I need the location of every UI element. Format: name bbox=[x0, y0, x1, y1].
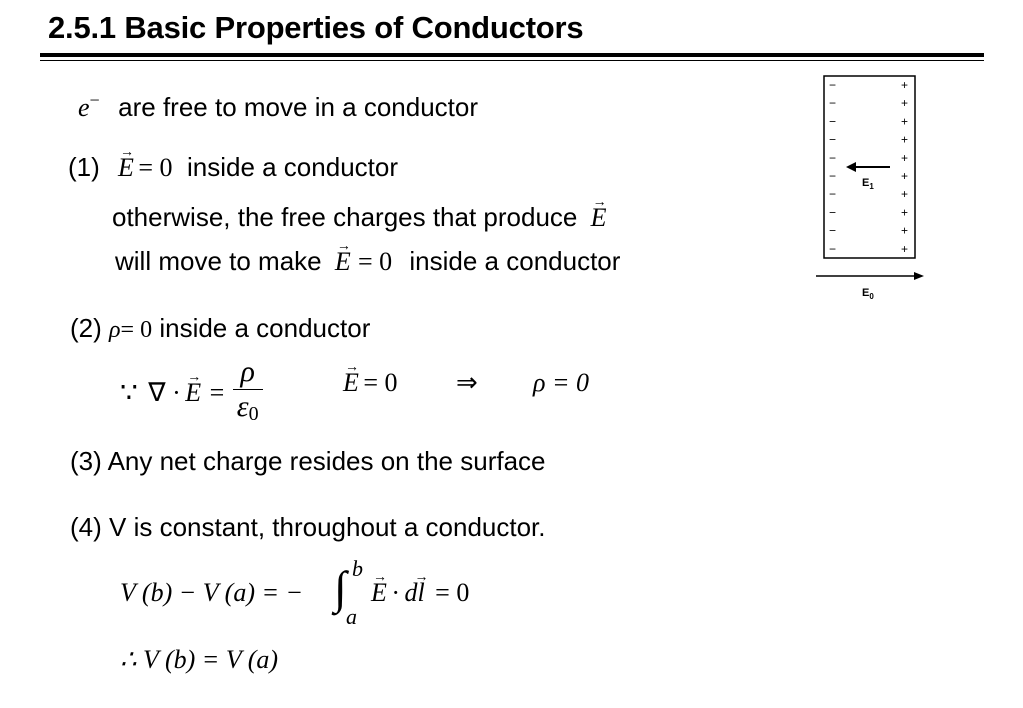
plus-charge-icon: + bbox=[901, 224, 908, 238]
e-field-vector: E→ bbox=[334, 239, 351, 276]
item2-text: inside a conductor bbox=[159, 313, 371, 343]
equals-sign: = bbox=[209, 378, 225, 408]
minus-charge-icon: − bbox=[829, 205, 836, 219]
electron-charge-sign: − bbox=[89, 89, 100, 110]
e-field-vector: E→ bbox=[185, 370, 202, 408]
because-symbol: ∵ bbox=[120, 378, 138, 410]
plus-charge-icon: + bbox=[901, 242, 908, 256]
e0-arrowhead-icon bbox=[914, 272, 924, 280]
epsilon-symbol: ε bbox=[236, 390, 249, 423]
integral-upper-limit: b bbox=[352, 556, 363, 581]
minus-charge-icon: − bbox=[829, 242, 836, 256]
item1-line2-text: otherwise, the free charges that produce bbox=[112, 202, 578, 232]
plus-charge-icon: + bbox=[901, 78, 908, 92]
dl-text: dl bbox=[404, 578, 425, 607]
potential-difference-left: V (b) − V (a) = − bbox=[120, 578, 304, 607]
item1-line3-text-b: inside a conductor bbox=[409, 246, 621, 276]
title-rule-thick bbox=[40, 53, 984, 57]
field-zero-eq: = 0 bbox=[363, 368, 398, 397]
conductor-slab-figure: − − − − − − − − − − + + + + + + + + + + E1 E0 bbox=[816, 75, 924, 301]
e-field-vector: E→ bbox=[118, 145, 134, 182]
plus-charge-icon: + bbox=[901, 133, 908, 147]
item2-rho-eq: = 0 bbox=[120, 317, 153, 343]
vector-arrow-icon: → bbox=[187, 370, 202, 386]
free-electrons-line: e− are free to move in a conductor bbox=[78, 89, 479, 123]
potential-difference-equation: V (b) − V (a) = − bbox=[120, 578, 303, 608]
e0-label: E0 bbox=[862, 287, 874, 301]
item1-number: (1) bbox=[68, 152, 100, 182]
divergence-operator: ∇ · bbox=[148, 378, 181, 408]
vector-arrow-icon: → bbox=[345, 360, 359, 375]
integral-eq-zero: = 0 bbox=[435, 578, 470, 607]
item1-eq-zero: = 0 bbox=[138, 153, 173, 182]
e-field-vector: E→ bbox=[371, 570, 387, 607]
e-field-vector: E→ bbox=[590, 195, 607, 232]
vector-arrow-icon: → bbox=[592, 195, 607, 210]
item4-line: (4) V is constant, throughout a conducto… bbox=[70, 512, 546, 542]
minus-charge-icon: − bbox=[829, 224, 836, 238]
item1-line3-text-a: will move to make bbox=[115, 246, 322, 276]
item1-equation: E→ = 0 inside a conductor bbox=[118, 145, 398, 183]
integral-sign-icon: ∫ bbox=[334, 562, 347, 613]
plus-charge-icon: + bbox=[901, 205, 908, 219]
integrand: E→ · dl→ = 0 bbox=[371, 570, 470, 608]
page-title: 2.5.1 Basic Properties of Conductors bbox=[48, 10, 584, 45]
fraction-denominator: ε0 bbox=[232, 389, 263, 431]
item1-line3-eq: = 0 bbox=[357, 247, 393, 276]
item1-line3: will move to make E→ = 0 inside a conduc… bbox=[115, 239, 621, 277]
dot-product: · bbox=[391, 578, 401, 607]
minus-charge-icon: − bbox=[829, 187, 836, 201]
item1-line2: otherwise, the free charges that produce… bbox=[112, 195, 607, 233]
plus-charge-icon: + bbox=[901, 151, 908, 165]
positive-charges: + + + + + + + + + + bbox=[901, 78, 908, 256]
plus-charge-icon: + bbox=[901, 187, 908, 201]
field-zero-equation: E→ = 0 bbox=[343, 360, 398, 398]
plus-charge-icon: + bbox=[901, 96, 908, 110]
rho-symbol: ρ bbox=[109, 317, 121, 343]
conductor-slab bbox=[823, 75, 916, 259]
therefore-equation: ∴ V (b) = V (a) bbox=[120, 645, 279, 674]
vector-arrow-icon: → bbox=[120, 145, 134, 160]
free-electrons-text: are free to move in a conductor bbox=[118, 92, 479, 122]
title-rule-thin bbox=[40, 60, 984, 61]
e1-arrowhead-icon bbox=[846, 162, 856, 172]
minus-charge-icon: − bbox=[829, 96, 836, 110]
plus-charge-icon: + bbox=[901, 114, 908, 128]
vector-arrow-icon: → bbox=[414, 570, 429, 585]
minus-charge-icon: − bbox=[829, 78, 836, 92]
minus-charge-icon: − bbox=[829, 151, 836, 165]
item3-line: (3) Any net charge resides on the surfac… bbox=[70, 446, 546, 476]
implies-icon: ⇒ bbox=[456, 368, 478, 397]
integral-lower-limit: a bbox=[346, 604, 357, 629]
epsilon-subscript: 0 bbox=[248, 403, 259, 426]
rho-zero-result: ρ = 0 bbox=[533, 368, 590, 397]
plus-charge-icon: + bbox=[901, 169, 908, 183]
rho-over-epsilon-fraction: ρ ε0 bbox=[232, 355, 263, 431]
gauss-law-equation: ∵ ∇ · E→ = ρ ε0 bbox=[120, 355, 263, 431]
electron-symbol: e bbox=[78, 93, 90, 122]
vector-arrow-icon: → bbox=[373, 570, 387, 585]
item2-line: (2) ρ= 0 inside a conductor bbox=[70, 313, 370, 344]
minus-charge-icon: − bbox=[829, 133, 836, 147]
minus-charge-icon: − bbox=[829, 114, 836, 128]
item2-number: (2) bbox=[70, 313, 102, 343]
dl-vector: dl→ bbox=[404, 570, 428, 607]
vector-arrow-icon: → bbox=[336, 239, 351, 254]
e-field-vector: E→ bbox=[343, 360, 359, 397]
item1-text: inside a conductor bbox=[186, 152, 398, 182]
fraction-numerator: ρ bbox=[240, 355, 255, 388]
negative-charges: − − − − − − − − − − bbox=[829, 78, 836, 256]
minus-charge-icon: − bbox=[829, 169, 836, 183]
e1-label: E1 bbox=[862, 177, 874, 191]
